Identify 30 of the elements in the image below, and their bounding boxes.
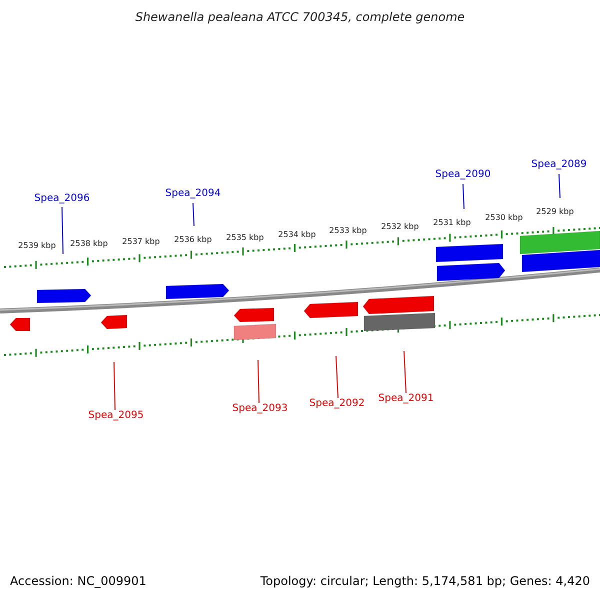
- gene-label: Spea_2091: [378, 394, 434, 404]
- genome-summary-text: Topology: circular; Length: 5,174,581 bp; Genes: 4,420: [260, 575, 590, 587]
- map-title: Shewanella pealeana ATCC 700345, complete genome: [135, 11, 465, 23]
- scale-label: 2535 kbp: [226, 234, 264, 242]
- gene-label: Spea_2092: [309, 399, 365, 409]
- leader-line: [336, 356, 338, 398]
- leader-line: [462, 184, 464, 210]
- gene-label: Spea_2096: [34, 194, 90, 204]
- leader-line: [404, 350, 406, 394]
- gene-label: Spea_2093: [232, 404, 288, 414]
- scale-label: 2536 kbp: [174, 236, 212, 244]
- scale-label: 2530 kbp: [485, 214, 523, 222]
- gene-label: Spea_2090: [435, 170, 491, 180]
- scale-label: 2537 kbp: [122, 238, 160, 246]
- scale-label: 2529 kbp: [536, 208, 574, 216]
- leader-line: [62, 206, 64, 254]
- scale-label: 2533 kbp: [329, 227, 367, 235]
- scale-label: 2532 kbp: [381, 223, 419, 231]
- leader-line: [192, 202, 194, 226]
- scale-label: 2539 kbp: [18, 242, 56, 250]
- gene-label: Spea_2089: [531, 160, 587, 170]
- leader-line: [258, 360, 260, 404]
- accession-text: Accession: NC_009901: [10, 575, 146, 587]
- scale-label: 2538 kbp: [70, 240, 108, 248]
- gene-label: Spea_2094: [165, 189, 221, 199]
- scale-label: 2531 kbp: [433, 219, 471, 227]
- leader-line: [558, 174, 560, 198]
- scale-label: 2534 kbp: [278, 231, 316, 239]
- gene-label: Spea_2095: [88, 411, 144, 421]
- leader-line: [114, 362, 116, 410]
